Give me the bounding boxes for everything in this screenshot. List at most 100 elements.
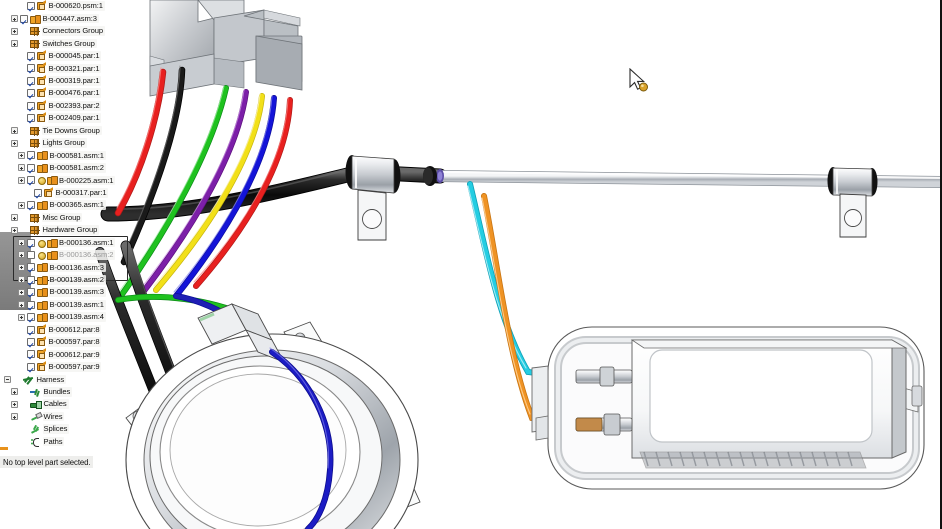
tree-expander-toggle-icon[interactable]	[11, 400, 18, 408]
tree-item-label: B-000581.asm:1	[48, 150, 106, 161]
group-icon	[30, 226, 40, 236]
tree-visibility-checkbox[interactable]	[27, 51, 35, 60]
tree-visibility-checkbox[interactable]	[27, 300, 35, 309]
tree-visibility-checkbox[interactable]	[27, 114, 35, 123]
tree-visibility-checkbox[interactable]	[27, 2, 35, 11]
tree-expander-toggle-icon[interactable]	[11, 413, 18, 421]
tree-visibility-checkbox[interactable]	[27, 325, 35, 334]
tree-visibility-checkbox[interactable]	[27, 238, 35, 247]
tree-visibility-checkbox[interactable]	[27, 64, 35, 73]
tree-visibility-checkbox[interactable]	[27, 176, 35, 185]
tree-item[interactable]: B-000139.asm:1	[0, 299, 128, 311]
group-icon	[30, 126, 40, 136]
path-icon	[30, 437, 40, 448]
tree-expander-toggle-icon[interactable]	[11, 40, 18, 48]
tree-item-label: B-000045.par:1	[47, 51, 102, 61]
tree-expander-toggle-icon[interactable]	[11, 388, 18, 396]
tree-visibility-checkbox[interactable]	[27, 151, 35, 160]
tree-item[interactable]: Wires	[0, 410, 128, 422]
tree-item[interactable]: B-000139.asm:2	[0, 274, 128, 286]
tree-expander-toggle-icon[interactable]	[18, 301, 25, 309]
tree-item[interactable]: B-000597.par:8	[0, 336, 128, 348]
tree-expander-toggle-icon[interactable]	[18, 239, 25, 247]
tree-item[interactable]: Cables	[0, 398, 128, 410]
tree-item[interactable]: Harness	[0, 373, 128, 385]
tree-item[interactable]: B-000476.par:1	[0, 87, 128, 99]
tree-item[interactable]: B-000581.asm:1	[0, 149, 128, 161]
tree-expander-spacer	[18, 77, 25, 84]
tree-visibility-checkbox[interactable]	[27, 313, 35, 322]
tree-item[interactable]: B-000136.asm:1	[0, 236, 128, 248]
tree-item[interactable]: B-000139.asm:4	[0, 311, 128, 323]
tree-expander-spacer	[18, 65, 25, 72]
tree-expander-toggle-icon[interactable]	[11, 127, 18, 135]
tree-expander-toggle-icon[interactable]	[18, 263, 25, 271]
tree-visibility-checkbox[interactable]	[20, 14, 28, 23]
tree-item[interactable]: B-000136.asm:3	[0, 261, 128, 273]
tree-item[interactable]: Connectors Group	[0, 25, 128, 37]
tree-item[interactable]: B-000321.par:1	[0, 62, 128, 74]
tree-visibility-checkbox[interactable]	[27, 250, 35, 259]
tree-item[interactable]: B-000319.par:1	[0, 75, 128, 87]
tree-visibility-checkbox[interactable]	[27, 89, 35, 98]
tree-item[interactable]: B-000045.par:1	[0, 50, 128, 62]
tree-visibility-checkbox[interactable]	[27, 275, 35, 284]
tree-expander-toggle-icon[interactable]	[18, 313, 25, 321]
tree-expander-toggle-icon[interactable]	[18, 276, 25, 284]
tree-expander-toggle-icon[interactable]	[18, 288, 25, 296]
tree-expander-toggle-icon[interactable]	[18, 164, 25, 172]
tree-expander-toggle-icon[interactable]	[11, 226, 18, 234]
tree-expander-toggle-icon[interactable]	[11, 214, 18, 222]
tree-visibility-checkbox[interactable]	[27, 163, 35, 172]
tree-item[interactable]: B-000612.par:9	[0, 348, 128, 360]
part-icon	[37, 114, 46, 123]
tree-expander-toggle-icon[interactable]	[11, 15, 18, 23]
tree-expander-toggle-icon[interactable]	[18, 176, 25, 184]
tree-expander-toggle-icon[interactable]	[18, 201, 25, 209]
tree-expander-toggle-icon[interactable]	[18, 251, 25, 259]
tree-item[interactable]: B-000447.asm:3	[0, 12, 128, 24]
tree-item[interactable]: B-000597.par:9	[0, 361, 128, 373]
tree-visibility-checkbox[interactable]	[27, 101, 35, 110]
tree-item[interactable]: B-000317.par:1	[0, 187, 128, 199]
tree-item[interactable]: Splices	[0, 423, 128, 435]
tree-item-label: Hardware Group	[41, 225, 100, 235]
part-icon	[37, 362, 46, 372]
tree-visibility-checkbox[interactable]	[34, 188, 42, 197]
group-icon	[30, 139, 40, 149]
tree-item[interactable]: Misc Group	[0, 211, 128, 223]
tree-item[interactable]: Lights Group	[0, 137, 128, 149]
tree-item[interactable]: Switches Group	[0, 37, 128, 49]
tree-item-label: B-000139.asm:4	[48, 312, 106, 322]
tree-visibility-checkbox[interactable]	[27, 338, 35, 347]
tree-expander-toggle-icon[interactable]	[4, 375, 11, 383]
tree-item[interactable]: B-000136.asm:2	[0, 249, 128, 261]
tree-item[interactable]: Paths	[0, 435, 128, 448]
tree-item[interactable]: B-000225.asm:1	[0, 174, 128, 186]
tree-item[interactable]: Hardware Group	[0, 224, 128, 236]
tree-expander-spacer	[11, 438, 18, 445]
tree-expander-toggle-icon[interactable]	[18, 151, 25, 159]
tree-item[interactable]: B-002409.par:1	[0, 112, 128, 124]
tree-item[interactable]: Bundles	[0, 386, 128, 398]
tree-item[interactable]: B-000581.asm:2	[0, 162, 128, 174]
tree-item[interactable]: B-000139.asm:3	[0, 286, 128, 298]
tree-visibility-checkbox[interactable]	[27, 263, 35, 272]
tree-expander-toggle-icon[interactable]	[11, 139, 18, 147]
tree-item[interactable]: B-000365.asm:1	[0, 199, 128, 211]
tree-visibility-checkbox[interactable]	[27, 76, 35, 85]
tree-item[interactable]: B-000612.par:8	[0, 323, 128, 335]
tree-visibility-checkbox[interactable]	[27, 350, 35, 359]
part-icon	[37, 350, 46, 359]
tree-item[interactable]: B-000620.psm:1	[0, 0, 128, 12]
tree-expander-toggle-icon[interactable]	[11, 27, 18, 35]
tree-visibility-checkbox[interactable]	[27, 288, 35, 297]
tree-item[interactable]: B-002393.par:2	[0, 100, 128, 112]
tree-item[interactable]: Tie Downs Group	[0, 124, 128, 136]
tree-visibility-checkbox[interactable]	[27, 362, 35, 371]
tree-expander-spacer	[18, 3, 25, 10]
tree-visibility-checkbox[interactable]	[27, 201, 35, 210]
